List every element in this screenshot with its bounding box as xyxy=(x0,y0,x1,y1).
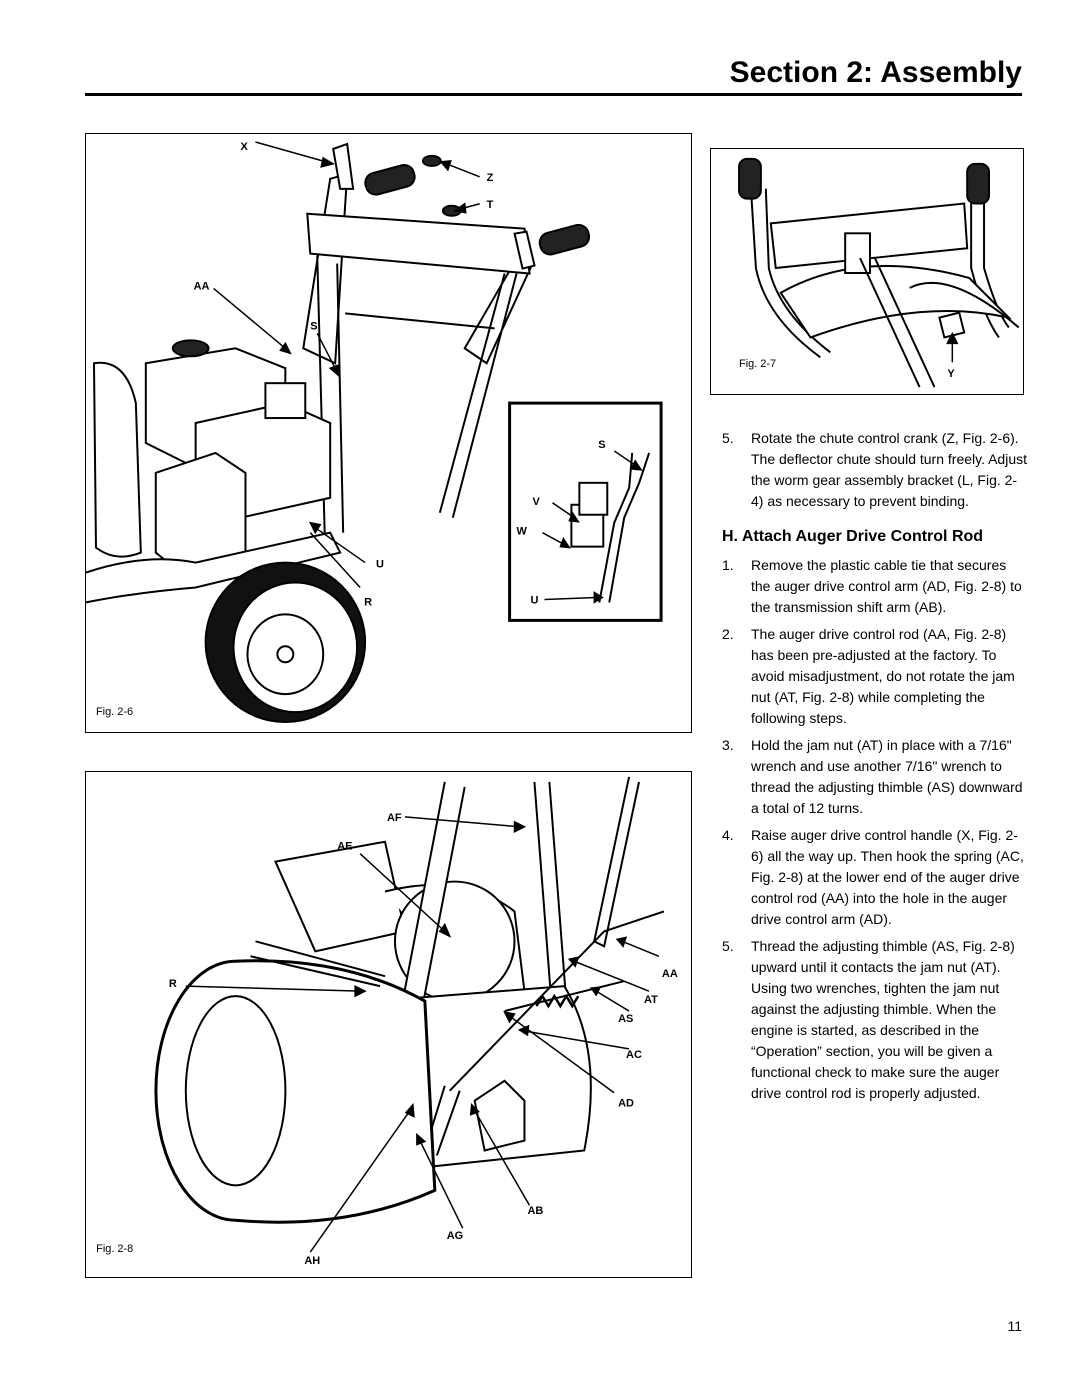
figure-2-8-illustration: AF AE R AA AT AS AC AD AB AG AH Fig. 2-8 xyxy=(96,776,678,1267)
fig8-label-af: AF xyxy=(387,812,402,824)
step-number: 2. xyxy=(722,626,734,642)
step-2: 2. The auger drive control rod (AA, Fig.… xyxy=(722,624,1027,729)
section-header: Section 2: Assembly xyxy=(729,56,1022,89)
fig6-inset-label-s: S xyxy=(598,439,605,451)
fig7-caption: Fig. 2-7 xyxy=(739,358,776,370)
fig6-label-z: Z xyxy=(487,172,494,184)
fig8-label-ag: AG xyxy=(447,1230,463,1242)
section-h-title: H. Attach Auger Drive Control Rod xyxy=(722,528,984,545)
step-text: Remove the plastic cable tie that secure… xyxy=(751,557,1022,615)
step-5-chute: 5. Rotate the chute control crank (Z, Fi… xyxy=(722,428,1027,512)
step-text: Raise auger drive control handle (X, Fig… xyxy=(751,827,1024,927)
fig6-label-u: U xyxy=(376,559,384,571)
fig6-label-aa: AA xyxy=(194,280,210,292)
figure-2-7: Y Fig. 2-7 xyxy=(710,148,1024,395)
step-number: 5. xyxy=(722,430,734,446)
fig6-inset-label-w: W xyxy=(517,526,528,538)
figure-2-8: AF AE R AA AT AS AC AD AB AG AH Fig. 2-8 xyxy=(85,771,692,1278)
figure-2-6: X Z T AA S U R S V W U Fig. 2-6 xyxy=(85,133,692,733)
fig6-inset-label-v: V xyxy=(533,496,541,508)
fig6-caption: Fig. 2-6 xyxy=(96,706,133,718)
step-4: 4. Raise auger drive control handle (X, … xyxy=(722,825,1027,930)
instructions-column: 5. Rotate the chute control crank (Z, Fi… xyxy=(722,428,1027,1110)
fig6-inset-label-u: U xyxy=(531,594,539,606)
step-text: Hold the jam nut (AT) in place with a 7/… xyxy=(751,737,1023,816)
fig8-caption: Fig. 2-8 xyxy=(96,1243,133,1255)
fig7-label-y: Y xyxy=(947,368,955,380)
step-5: 5. Thread the adjusting thimble (AS, Fig… xyxy=(722,936,1027,1104)
header-rule xyxy=(85,93,1022,96)
step-text: Rotate the chute control crank (Z, Fig. … xyxy=(751,430,1028,509)
fig6-label-x: X xyxy=(240,141,248,153)
step-3: 3. Hold the jam nut (AT) in place with a… xyxy=(722,735,1027,819)
step-number: 1. xyxy=(722,557,734,573)
fig8-label-ad: AD xyxy=(618,1098,634,1110)
fig8-label-at: AT xyxy=(644,994,658,1006)
step-text: The auger drive control rod (AA, Fig. 2-… xyxy=(751,626,1015,726)
step-1: 1. Remove the plastic cable tie that sec… xyxy=(722,555,1027,618)
step-text: Thread the adjusting thimble (AS, Fig. 2… xyxy=(751,938,1015,1101)
fig6-label-r: R xyxy=(364,596,372,608)
fig8-label-ac: AC xyxy=(626,1049,642,1061)
fig8-label-ab: AB xyxy=(527,1205,543,1217)
fig8-label-as: AS xyxy=(618,1013,633,1025)
figure-2-7-illustration: Y Fig. 2-7 xyxy=(738,157,1020,388)
fig8-label-ae: AE xyxy=(337,841,352,853)
step-number: 5. xyxy=(722,938,734,954)
fig6-label-s: S xyxy=(310,320,317,332)
fig8-label-r: R xyxy=(169,978,177,990)
fig8-label-aa: AA xyxy=(662,968,678,980)
figure-2-6-illustration: X Z T AA S U R S V W U Fig. 2-6 xyxy=(86,141,663,724)
step-number: 4. xyxy=(722,827,734,843)
step-number: 3. xyxy=(722,737,734,753)
fig6-label-t: T xyxy=(487,199,494,211)
fig8-label-ah: AH xyxy=(304,1255,320,1267)
page-number: 11 xyxy=(1007,1318,1022,1334)
